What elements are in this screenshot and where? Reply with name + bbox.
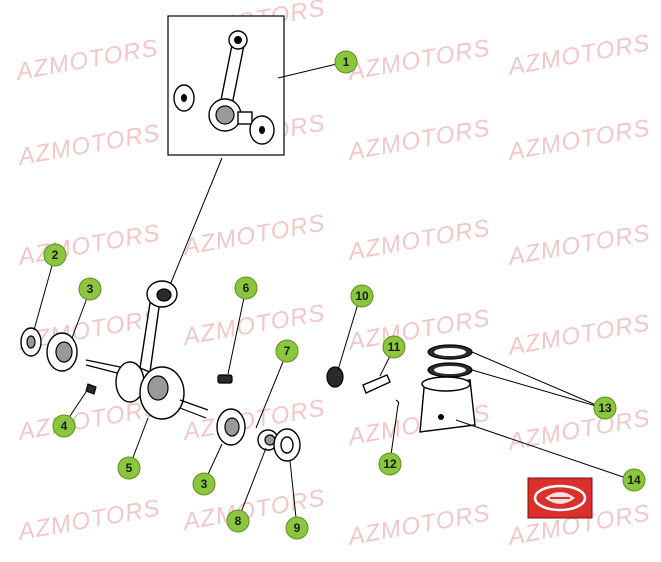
svg-text:3: 3 (87, 282, 94, 296)
callout-4[interactable]: 4 (52, 414, 76, 438)
watermark-text: AZMOTORS (504, 29, 652, 81)
svg-text:8: 8 (235, 514, 242, 528)
callout-1[interactable]: 1 (334, 50, 358, 74)
piston-pin (362, 374, 391, 394)
leader-lines (33, 61, 633, 528)
piston-group (326, 344, 476, 433)
watermark-text: AZMOTORS (179, 299, 327, 351)
callout-11[interactable]: 11 (382, 335, 406, 359)
watermark-text: AZMOTORS (504, 309, 652, 361)
svg-text:11: 11 (388, 340, 401, 354)
watermark-text: AZMOTORS (344, 114, 492, 166)
callout-6[interactable]: 6 (234, 276, 258, 300)
svg-text:2: 2 (52, 248, 59, 262)
watermark-text: AZMOTORS (344, 34, 492, 86)
callout-8[interactable]: 8 (226, 509, 250, 533)
watermark-text: AZMOTORS (179, 394, 327, 446)
svg-text:10: 10 (355, 289, 369, 303)
inset-conrod-kit (167, 15, 285, 156)
callout-3-upper[interactable]: 3 (78, 277, 102, 301)
svg-text:7: 7 (284, 344, 291, 358)
callout-2[interactable]: 2 (43, 243, 67, 267)
callout-14[interactable]: 14 (622, 468, 646, 492)
right-side-parts (216, 374, 301, 462)
small-end-bearing (326, 366, 344, 388)
svg-text:1: 1 (343, 55, 350, 69)
callout-3-lower[interactable]: 3 (192, 472, 216, 496)
woodruff-key (85, 383, 97, 395)
crankshaft-assembly (85, 280, 209, 420)
watermark-text: AZMOTORS (179, 209, 327, 261)
svg-text:12: 12 (383, 457, 397, 471)
brand-logo-icon (527, 477, 593, 519)
watermark-text: AZMOTORS (344, 499, 492, 551)
watermark-text: AZMOTORS (14, 494, 162, 546)
watermark-layer: AZMOTORS AZMOTORS AZMOTORS AZMOTORS AZMO… (12, 0, 652, 551)
svg-text:13: 13 (598, 401, 612, 415)
watermark-text: AZMOTORS (504, 404, 652, 456)
callout-9[interactable]: 9 (285, 516, 309, 540)
inset-crankpin (237, 111, 253, 125)
needle-pin (217, 374, 233, 384)
left-side-parts (20, 327, 97, 395)
callout-13[interactable]: 13 (593, 396, 617, 420)
svg-text:14: 14 (627, 473, 641, 487)
callout-5[interactable]: 5 (117, 456, 141, 480)
svg-text:4: 4 (61, 419, 68, 433)
watermark-text: AZMOTORS (14, 119, 162, 171)
watermark-text: AZMOTORS (344, 214, 492, 266)
svg-text:3: 3 (201, 477, 208, 491)
svg-text:9: 9 (294, 521, 301, 535)
callout-7[interactable]: 7 (275, 339, 299, 363)
svg-text:6: 6 (243, 281, 250, 295)
watermark-text: AZMOTORS (14, 219, 162, 271)
callouts: 1 2 3 3 4 5 6 7 (43, 50, 646, 540)
watermark-text: AZMOTORS (504, 219, 652, 271)
callout-10[interactable]: 10 (350, 284, 374, 308)
watermark-text: AZMOTORS (12, 34, 160, 86)
watermark-text: AZMOTORS (504, 114, 652, 166)
callout-12[interactable]: 12 (378, 452, 402, 476)
inset-link-line (167, 157, 223, 291)
svg-text:5: 5 (126, 461, 133, 475)
inset-washer-left-hole (181, 94, 187, 102)
